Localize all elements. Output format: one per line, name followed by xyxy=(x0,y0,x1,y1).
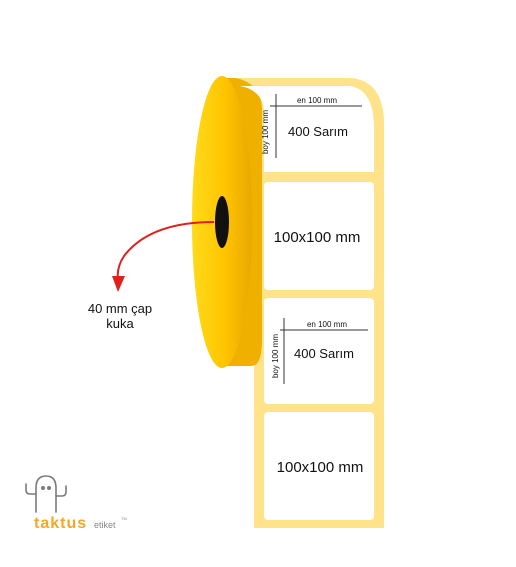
core-callout-line1: 40 mm çap xyxy=(88,301,152,316)
label-1-height-text: boy 100 mm xyxy=(261,110,270,154)
brand-name: taktus xyxy=(34,515,87,532)
brand-trademark: TM xyxy=(121,516,127,521)
core-hole xyxy=(215,196,229,248)
label-3-width-text: en 100 mm xyxy=(307,320,347,329)
core-callout-line2: kuka xyxy=(106,316,134,331)
label-3-height-text: boy 100 mm xyxy=(271,334,280,378)
brand-suffix: etiket xyxy=(94,520,116,530)
cactus-icon xyxy=(25,475,67,513)
brand-logo: taktus etiket TM xyxy=(25,475,127,532)
label-1 xyxy=(240,86,374,172)
label-4-size-text: 100x100 mm xyxy=(277,459,364,476)
label-3 xyxy=(264,298,374,404)
label-1-width-text: en 100 mm xyxy=(297,96,337,105)
label-3-roll-text: 400 Sarım xyxy=(294,346,354,361)
label-1-roll-text: 400 Sarım xyxy=(288,124,348,139)
label-2-size-text: 100x100 mm xyxy=(274,229,361,246)
label-4 xyxy=(264,412,374,520)
core-callout-arrow xyxy=(116,221,215,283)
label-2 xyxy=(264,182,374,290)
arrow-head-icon xyxy=(112,276,125,292)
